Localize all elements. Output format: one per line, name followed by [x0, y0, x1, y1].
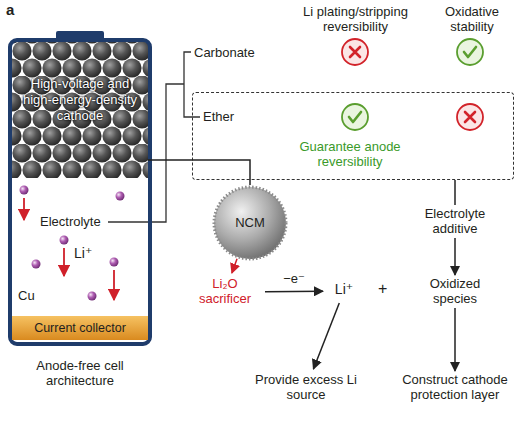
node-text: Electrolyte additive — [405, 206, 505, 236]
edge-label: −e⁻ — [283, 271, 305, 286]
node-text: Li₂O sacrificer — [188, 276, 262, 306]
node-text: High-voltage and high-energy-density cat… — [20, 76, 140, 124]
ion-flow-arrow — [63, 248, 65, 276]
ion-flow-arrow — [113, 270, 115, 300]
cathode-particles — [12, 42, 148, 178]
check-mark — [349, 112, 361, 122]
connector — [265, 290, 323, 292]
connector — [148, 160, 250, 185]
annotation-label: + — [378, 281, 387, 296]
node-text: Current collector — [12, 316, 148, 340]
lithium-ion — [116, 192, 125, 201]
connector — [454, 238, 456, 275]
icon-circle — [457, 104, 483, 130]
check-mark — [464, 47, 476, 57]
node-text: Construct cathode protection layer — [395, 372, 515, 402]
connector — [454, 308, 456, 371]
icon-circle — [457, 39, 483, 65]
lithium-ion — [60, 236, 69, 245]
node-text: Cu — [18, 288, 35, 303]
icon-circle — [342, 39, 368, 65]
lithium-ion — [32, 260, 41, 269]
panel-label: a — [6, 2, 14, 17]
current-collector: Current collector — [12, 316, 148, 340]
cathode-layer: High-voltage and high-energy-density cat… — [12, 42, 148, 180]
node-text: Li⁺ — [326, 282, 362, 297]
node-text: Guarantee anode reversibility — [285, 139, 415, 169]
battery-cell: ElectrolyteLi⁺CuAnode-free cell architec… — [8, 38, 152, 346]
annotation-label: Li plating/stripping reversibility — [293, 4, 418, 34]
cross-icon — [457, 104, 483, 130]
annotation-label: Carbonate — [194, 45, 255, 60]
lithium-ion — [88, 292, 97, 301]
cross-mark — [350, 47, 360, 57]
lithium-ion — [110, 258, 119, 267]
node-text: NCM — [212, 215, 288, 230]
lithium-ions — [20, 186, 125, 301]
text-node: Construct cathode protection layer — [395, 372, 515, 404]
node-text: Anode-free cell architecture — [4, 358, 156, 388]
node-text: Ether — [203, 109, 234, 124]
connector — [313, 303, 339, 369]
node-text: Provide excess Li source — [238, 372, 374, 402]
text-node: Li⁺ — [326, 282, 362, 300]
ion-flow-arrows — [24, 198, 114, 300]
connector — [454, 180, 456, 205]
text-node: Provide excess Li source — [238, 372, 374, 404]
cross-mark — [465, 112, 475, 122]
node-text: Oxidized species — [410, 276, 500, 306]
lithium-ion — [20, 186, 29, 195]
cross-icon — [342, 39, 368, 65]
annotation-label: Oxidative stability — [432, 4, 512, 34]
ether-box: EtherGuarantee anode reversibility — [192, 92, 514, 180]
check-icon — [457, 39, 483, 65]
icon-circle — [342, 104, 368, 130]
node-text: Li⁺ — [74, 246, 92, 261]
text-node: Electrolyte additive — [405, 206, 505, 238]
node-text: Electrolyte — [40, 214, 101, 229]
text-node: Oxidized species — [410, 276, 500, 308]
ncm-particle: NCM — [212, 185, 288, 261]
connector — [232, 259, 237, 273]
text-node: Li₂O sacrificer — [188, 276, 262, 308]
check-icon — [342, 104, 368, 130]
ion-flow-arrow — [23, 198, 25, 220]
